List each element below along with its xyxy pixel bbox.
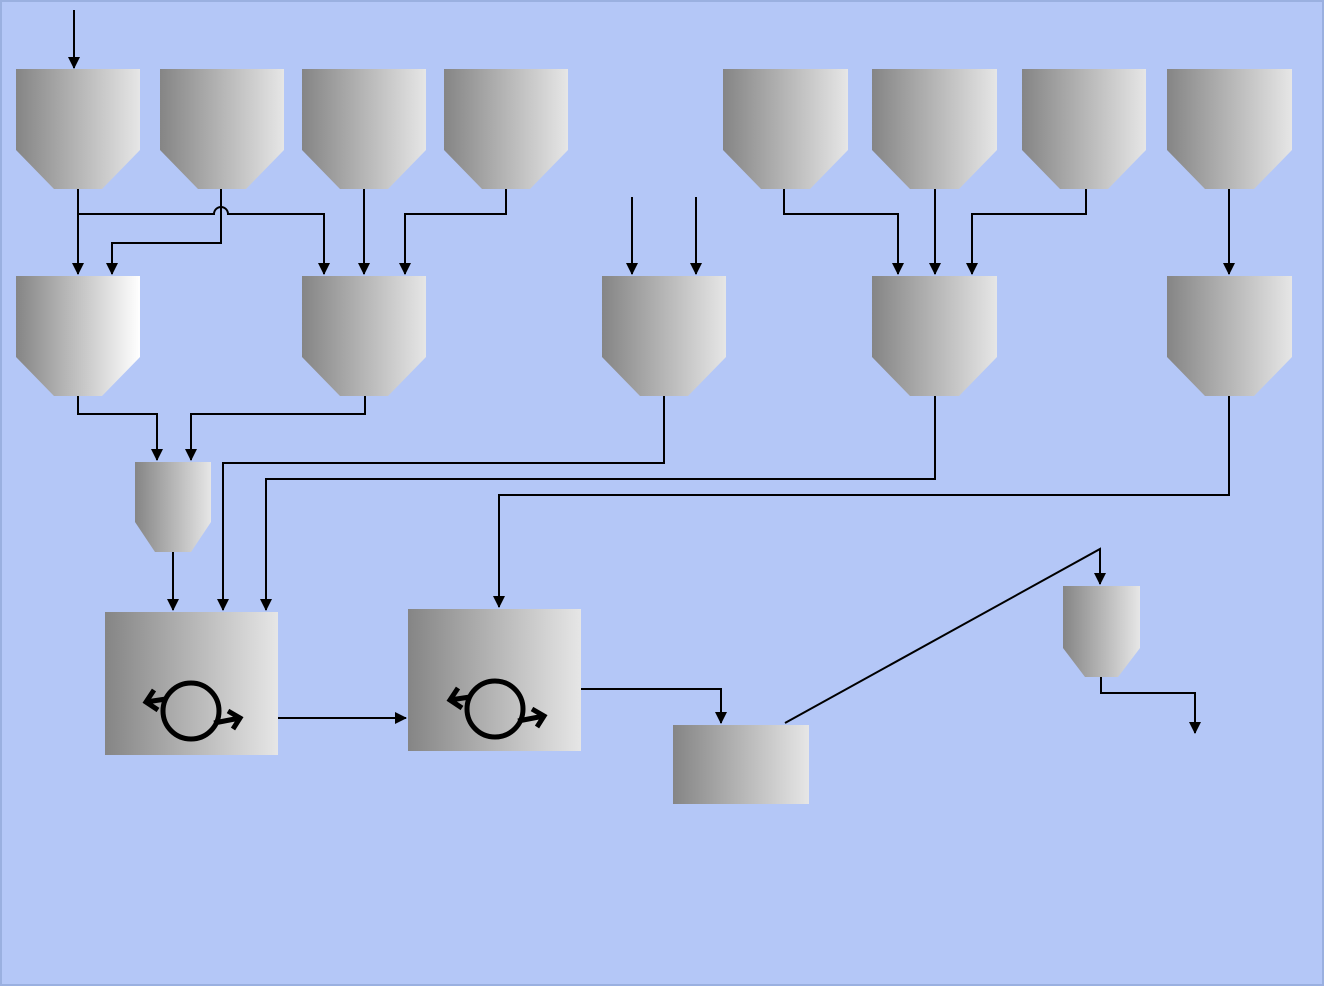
surge-bin[interactable] [673, 725, 809, 804]
silo-a2[interactable] [160, 69, 284, 189]
flow-a2-bin1 [106, 189, 222, 275]
flow-lines [68, 10, 1235, 734]
bin-2[interactable] [302, 276, 426, 396]
rotation-icon [142, 680, 244, 742]
weigh-hopper[interactable] [135, 462, 211, 552]
flow-bin3-mixer1 [217, 396, 665, 611]
bin-3[interactable] [602, 276, 726, 396]
silo-b3[interactable] [1022, 69, 1146, 189]
top-silo-group-left [16, 69, 568, 189]
mixer-1[interactable] [105, 612, 278, 755]
rotation-icon [446, 678, 548, 740]
flow-mixer2-surge [581, 688, 727, 724]
middle-bin-group [16, 276, 1292, 396]
mixer-2[interactable] [408, 609, 581, 751]
flow-a1-bin2 [78, 206, 330, 275]
flow-bin1-hopper [77, 396, 163, 461]
silo-b1[interactable] [723, 69, 848, 189]
silo-a4[interactable] [444, 69, 568, 189]
flow-conveyor [784, 547, 1106, 724]
flow-bin2-hopper [185, 396, 366, 461]
flow-bin5-mixer2 [493, 396, 1230, 608]
bin-5[interactable] [1167, 276, 1292, 396]
silo-a3[interactable] [302, 69, 426, 189]
top-silo-group-right [723, 69, 1292, 189]
outlet-hopper[interactable] [1063, 586, 1140, 677]
flow-outlet-discharge [1100, 677, 1201, 734]
flow-b3-bin4 [966, 189, 1087, 275]
bin-1[interactable] [16, 276, 140, 396]
silo-b4[interactable] [1167, 69, 1292, 189]
flow-bin4-mixer1 [260, 396, 936, 611]
bin-4[interactable] [872, 276, 997, 396]
silo-a1[interactable] [16, 69, 140, 189]
flow-a4-bin2 [399, 189, 507, 275]
silo-b2[interactable] [872, 69, 997, 189]
flow-b1-bin4 [783, 189, 904, 275]
